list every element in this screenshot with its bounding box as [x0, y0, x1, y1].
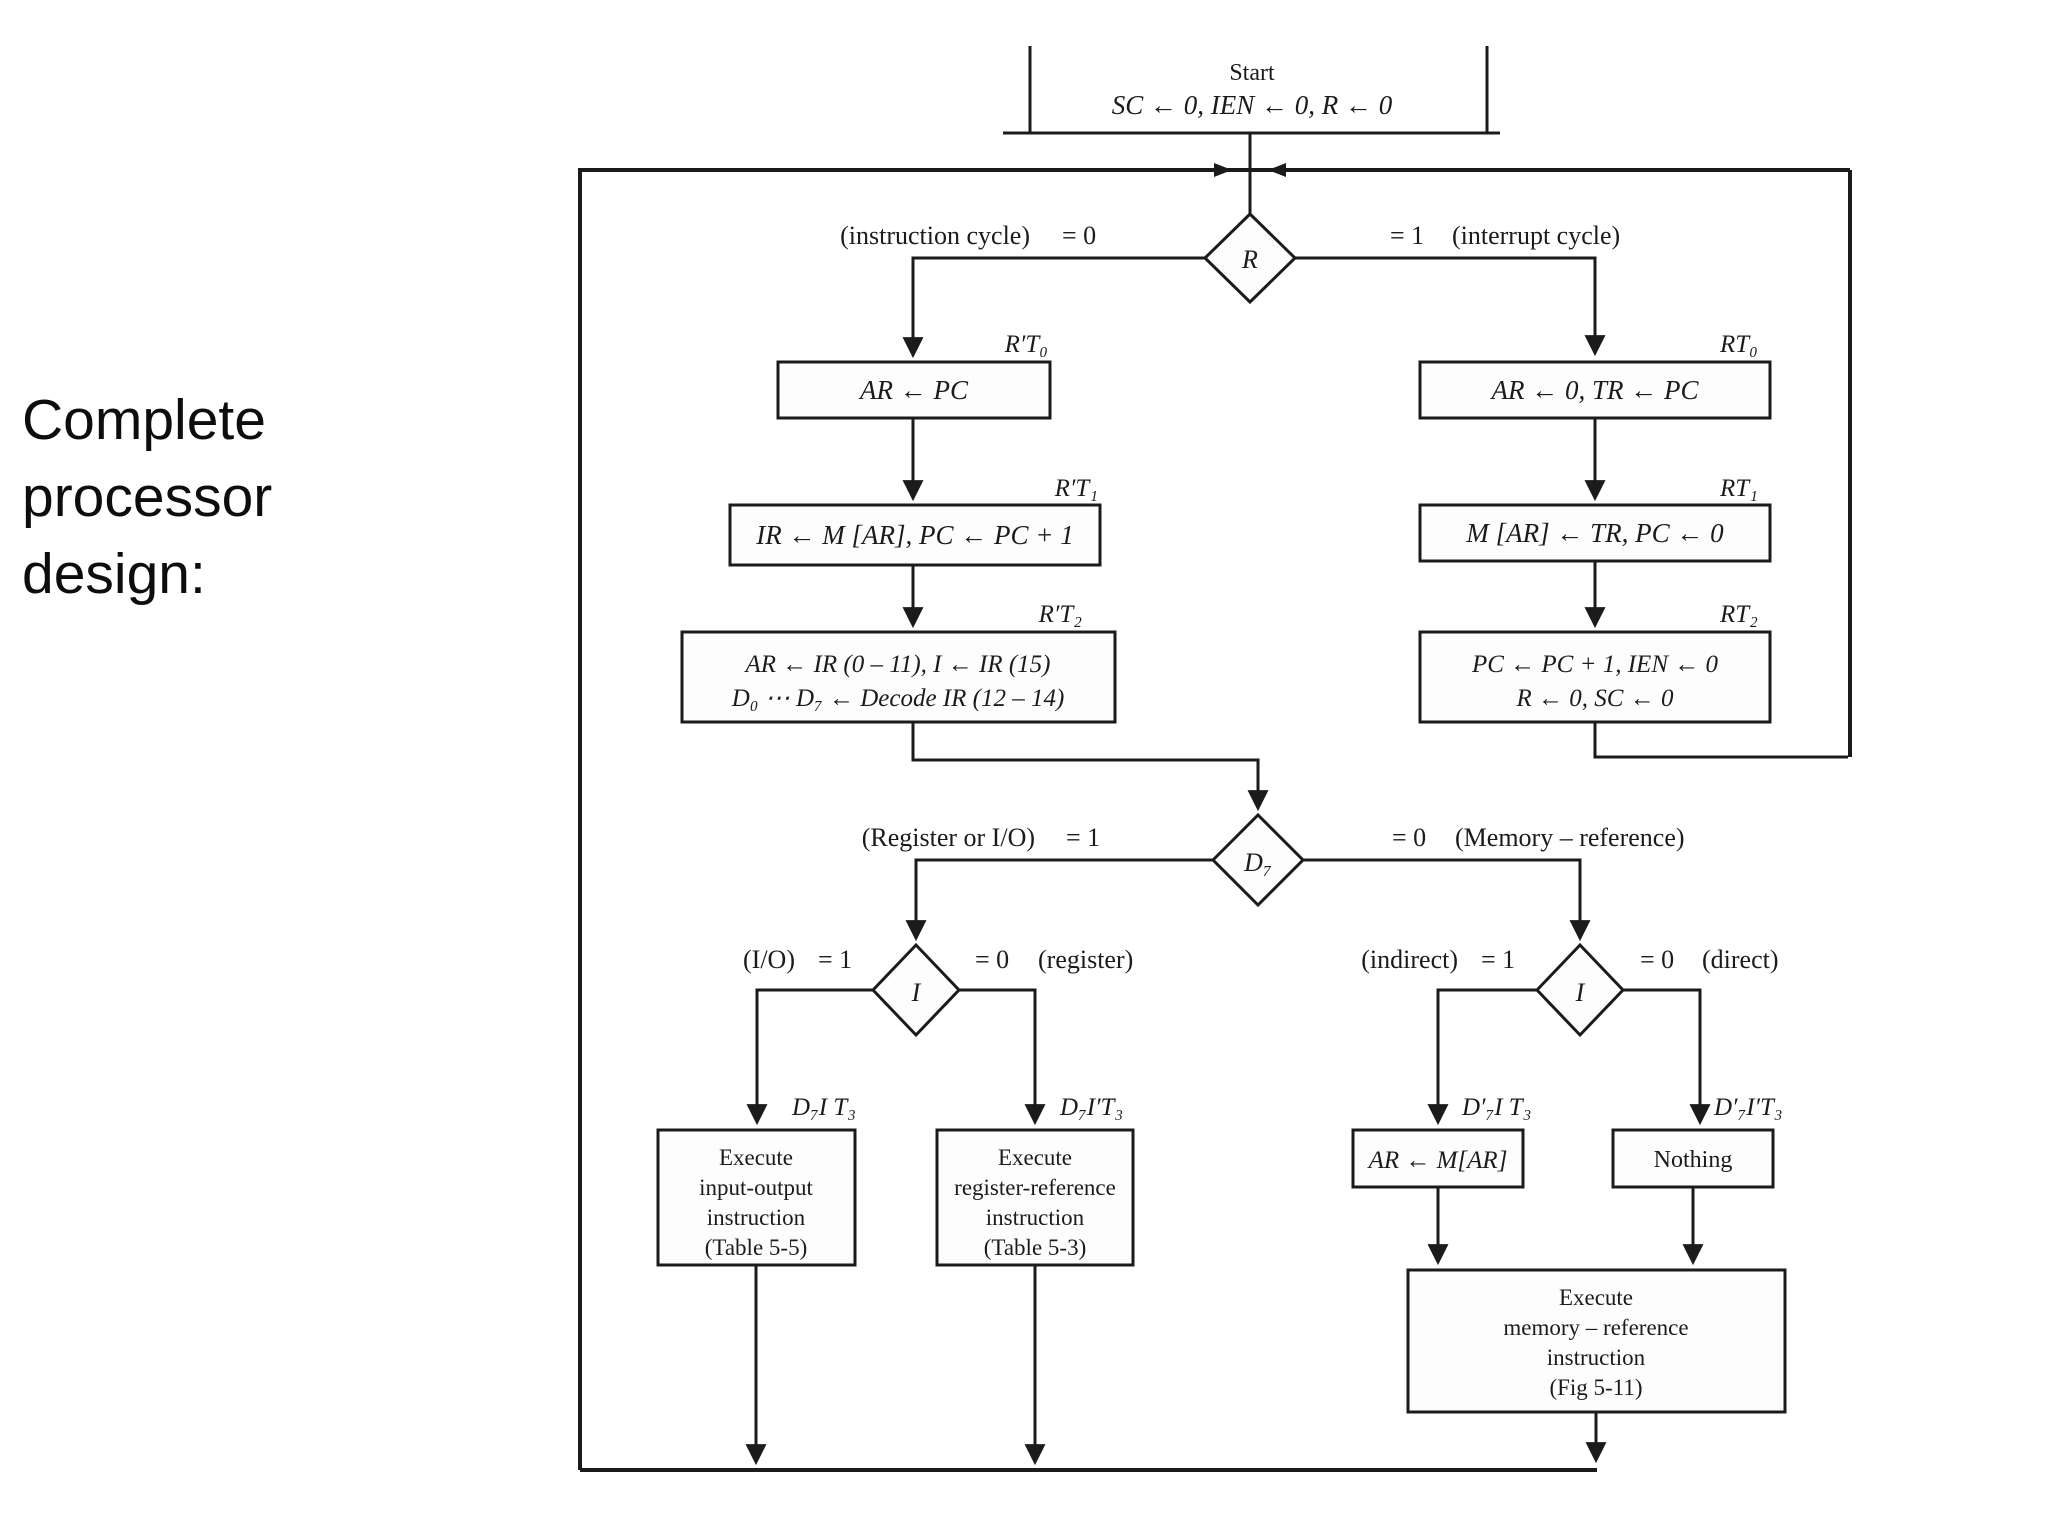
- start-title: Start: [1229, 60, 1275, 86]
- box-exec-io-line: instruction: [707, 1205, 806, 1230]
- box-exec-io-line: input-output: [699, 1175, 813, 1200]
- r-left-value: = 0: [1062, 221, 1096, 250]
- box-int2-line2: R ← 0, SC ← 0: [1516, 685, 1674, 712]
- box-int0: RT₀ AR ← 0, TR ← PC: [1418, 331, 1772, 420]
- box-fetch0-border: [776, 360, 1052, 420]
- decision-r-label: R: [1241, 245, 1258, 274]
- box-exec-io-line: (Table 5-5): [705, 1235, 807, 1260]
- d7-right-value: = 0: [1392, 823, 1426, 852]
- i-right-right-value: = 0: [1640, 945, 1674, 974]
- r-branch-instruction: [902, 256, 1205, 359]
- box-int2: RT₂ PC ← PC + 1, IEN ← 0 R ← 0, SC ← 0: [1418, 601, 1772, 724]
- box-int1: RT₁ M [AR] ← TR, PC ← 0: [1418, 475, 1772, 563]
- box-int1-border: [1418, 503, 1772, 563]
- d7-left-value: = 1: [1066, 823, 1100, 852]
- box-int2-line1: PC ← PC + 1, IEN ← 0: [1471, 651, 1719, 678]
- decode-to-d7: [911, 722, 1269, 812]
- tag-rt2: RT₂: [1719, 601, 1758, 628]
- box-exec-reg-line: (Table 5-3): [984, 1235, 1086, 1260]
- i-right-branch-direct: [1623, 988, 1711, 1126]
- box-exec-mem-line: Execute: [1559, 1285, 1633, 1310]
- box-int2-border: [1418, 630, 1772, 724]
- tag-d7ipt3: D₇I′T₃: [1059, 1094, 1123, 1121]
- r-right-value: = 1: [1390, 221, 1424, 250]
- box-int1-text: M [AR] ← TR, PC ← 0: [1465, 518, 1724, 548]
- d7-right-condition: (Memory – reference): [1455, 823, 1685, 852]
- d7-branch-register-io: [905, 858, 1213, 942]
- d7-branch-memory: [1303, 858, 1591, 942]
- r-branch-interrupt: [1295, 256, 1606, 357]
- merge-arrow-right-icon: [1268, 163, 1286, 177]
- i-left-right-condition: (register): [1038, 945, 1133, 974]
- box-fetch0-text: AR ← PC: [858, 375, 969, 405]
- loop-left-top-border: [578, 168, 1850, 1470]
- r-right-condition: (interrupt cycle): [1452, 221, 1620, 250]
- slide-caption: Complete processor design:: [22, 382, 272, 613]
- box-decode: R′T₂ AR ← IR (0 – 11), I ← IR (15) D₀ ⋯ …: [680, 601, 1117, 724]
- box-fetch0: R′T₀ AR ← PC: [776, 331, 1052, 420]
- caption-line: processor: [22, 465, 273, 529]
- box-exec-reg-border: [935, 1128, 1135, 1267]
- decision-d7: D₇ (Register or I/O) = 1 = 0 (Memory – r…: [862, 812, 1685, 908]
- tag-rpt2: R′T₂: [1038, 601, 1083, 628]
- decision-r: R (instruction cycle) = 0 = 1 (interrupt…: [840, 211, 1620, 305]
- box-exec-mem-line: (Fig 5-11): [1549, 1375, 1642, 1400]
- caption-line: design:: [22, 542, 206, 606]
- i-right-left-condition: (indirect): [1361, 945, 1458, 974]
- i-left-right-value: = 0: [975, 945, 1009, 974]
- box-int0-border: [1418, 360, 1772, 420]
- box-exec-io: D₇I T₃ Execute input-output instruction …: [656, 1094, 857, 1267]
- merge-arrow-left-icon: [1214, 163, 1232, 177]
- i-left-branch-register: [959, 988, 1046, 1126]
- decision-i-left-label: I: [911, 978, 922, 1007]
- tag-rt1: RT₁: [1719, 475, 1758, 502]
- box-fetch1-text: IR ← M [AR], PC ← PC + 1: [755, 520, 1073, 550]
- box-exec-mem: Execute memory – reference instruction (…: [1406, 1268, 1787, 1414]
- box-exec-mem-line: instruction: [1547, 1345, 1646, 1370]
- decision-i-right-label: I: [1575, 978, 1586, 1007]
- box-exec-reg-line: Execute: [998, 1145, 1072, 1170]
- i-right-left-value: = 1: [1481, 945, 1515, 974]
- box-indirect: D′₇I T₃ AR ← M[AR]: [1351, 1094, 1531, 1189]
- r-left-condition: (instruction cycle): [840, 221, 1030, 250]
- box-indirect-border: [1351, 1128, 1525, 1189]
- box-nothing: D′₇I′T₃ Nothing: [1611, 1094, 1783, 1189]
- box-nothing-text: Nothing: [1654, 1147, 1733, 1173]
- tag-rt0: RT₀: [1719, 331, 1758, 358]
- tag-d7it3: D₇I T₃: [791, 1094, 856, 1121]
- box-fetch1: R′T₁ IR ← M [AR], PC ← PC + 1: [728, 475, 1102, 567]
- box-fetch1-border: [728, 503, 1102, 567]
- box-exec-reg-line: register-reference: [954, 1175, 1116, 1200]
- box-nothing-border: [1611, 1128, 1775, 1189]
- box-decode-line1: AR ← IR (0 – 11), I ← IR (15): [743, 651, 1050, 678]
- i-right-right-condition: (direct): [1702, 945, 1779, 974]
- i-left-left-condition: (I/O): [743, 945, 795, 974]
- tag-dp7ipt3: D′₇I′T₃: [1713, 1094, 1783, 1121]
- start-action: SC ← 0, IEN ← 0, R ← 0: [1112, 90, 1393, 120]
- box-exec-mem-line: memory – reference: [1503, 1315, 1688, 1340]
- box-decode-border: [680, 630, 1117, 724]
- d7-left-condition: (Register or I/O): [862, 823, 1035, 852]
- decision-i-right: I (indirect) = 1 = 0 (direct): [1361, 942, 1779, 1038]
- box-exec-io-line: Execute: [719, 1145, 793, 1170]
- box-int0-text: AR ← 0, TR ← PC: [1490, 375, 1700, 405]
- i-right-branch-indirect: [1427, 988, 1537, 1126]
- i-left-branch-io: [746, 988, 873, 1126]
- int2-to-loop: [1593, 722, 1848, 759]
- caption-line: Complete: [22, 388, 266, 452]
- i-left-left-value: = 1: [818, 945, 852, 974]
- tag-dp7it3: D′₇I T₃: [1461, 1094, 1531, 1121]
- box-indirect-text: AR ← M[AR]: [1367, 1147, 1508, 1174]
- tag-rpt0: R′T₀: [1004, 331, 1048, 358]
- decision-d7-label: D₇: [1243, 848, 1272, 877]
- box-exec-reg: D₇I′T₃ Execute register-reference instru…: [935, 1094, 1135, 1267]
- box-decode-line2: D₀ ⋯ D₇ ← Decode IR (12 – 14): [731, 685, 1065, 712]
- box-exec-reg-line: instruction: [986, 1205, 1085, 1230]
- decision-i-left: I (I/O) = 1 = 0 (register): [743, 942, 1133, 1038]
- start-box: Start SC ← 0, IEN ← 0, R ← 0: [1003, 46, 1500, 135]
- tag-rpt1: R′T₁: [1054, 475, 1098, 502]
